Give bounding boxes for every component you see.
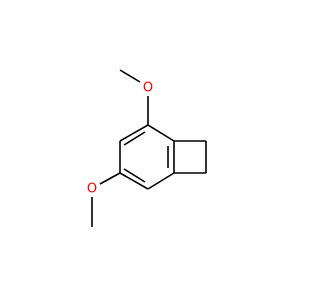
background xyxy=(0,0,300,300)
molecule-diagram: O O xyxy=(0,0,300,300)
ring-bond-4 xyxy=(119,172,149,190)
oxygen-top-label: O xyxy=(143,81,153,96)
ring-bond-6 xyxy=(119,124,149,142)
ring-bond-4-double xyxy=(123,168,146,183)
ring-bond-3 xyxy=(147,172,175,190)
methoxy-left-c-o-bond xyxy=(99,172,121,185)
structure-canvas: O O xyxy=(0,0,300,300)
ring-bond-6-double xyxy=(123,131,146,146)
ring-bond-1 xyxy=(147,124,175,142)
methoxy-top-o-ch3-bond xyxy=(119,69,141,83)
oxygen-left-label: O xyxy=(87,182,97,197)
